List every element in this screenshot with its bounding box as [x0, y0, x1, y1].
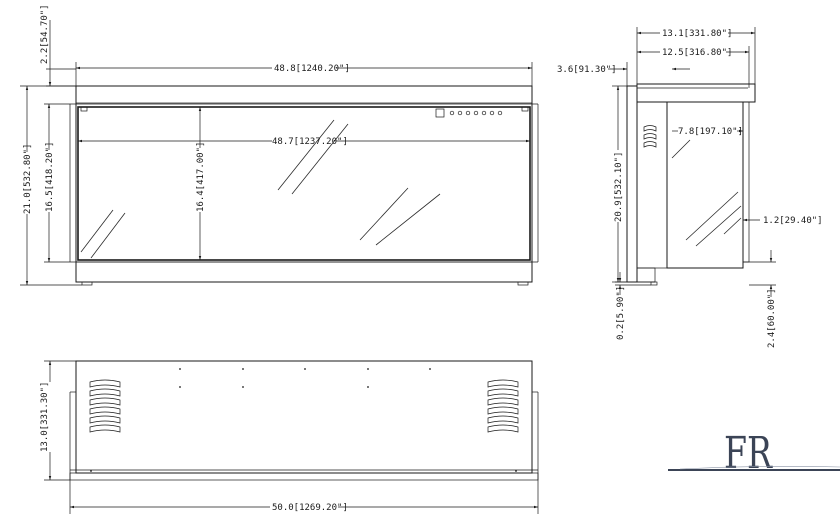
dim-side-height: 20.9[532.10"]	[614, 152, 624, 222]
dim-inner-depth: 7.8[197.10"]	[678, 127, 743, 137]
side-view: 13.1[331.80"] 12.5[316.80"] 3.6[91.30"] …	[557, 27, 823, 348]
dim-base-height: 2.4[60.00"]	[767, 288, 777, 348]
dim-glass-height: 16.4[417.00"]	[196, 142, 206, 212]
dim-top-depth-side: 12.5[316.80"]	[662, 48, 732, 58]
dim-top-view-width: 50.0[1269.20"]	[272, 503, 348, 513]
dim-panel-height: 16.5[418.20"]	[45, 142, 55, 212]
brand-logo: FR	[668, 428, 840, 479]
dim-lip-depth: 1.2[29.40"]	[763, 216, 823, 226]
right-vent-group	[487, 379, 519, 433]
front-top-trim	[75, 85, 533, 104]
glass-reflections	[80, 119, 441, 259]
top-outer-box	[75, 360, 533, 474]
dim-total-depth: 13.1[331.80"]	[662, 29, 732, 39]
dim-top-view-depth: 13.0[331.30"]	[40, 382, 50, 452]
dim-top-depth: 2.2[54.70"]	[40, 4, 50, 64]
side-front-face	[626, 85, 638, 283]
front-glass-panel	[77, 106, 531, 261]
logo-text: FR	[724, 428, 773, 479]
top-view: 13.0[331.30"] 50.0[1269.20"]	[40, 360, 539, 514]
dim-overall-width: 48.8[1240.20"]	[274, 64, 350, 74]
front-outer-frame	[75, 85, 533, 283]
dim-foot-height: 0.2[5.90"]	[616, 286, 626, 340]
dim-overall-height: 21.0[532.80"]	[23, 144, 33, 214]
dim-glass-width: 48.7[1237.20"]	[272, 137, 348, 147]
control-panel	[435, 108, 503, 118]
left-vent-group	[89, 379, 121, 433]
front-view: 2.2[54.70"] 48.8[1240.20"] 21.0[532.80"]…	[20, 4, 539, 286]
side-top-flange	[636, 83, 756, 103]
mounting-points	[90, 368, 517, 472]
dim-offset-depth: 3.6[91.30"]	[557, 65, 617, 75]
side-vents	[643, 125, 657, 148]
